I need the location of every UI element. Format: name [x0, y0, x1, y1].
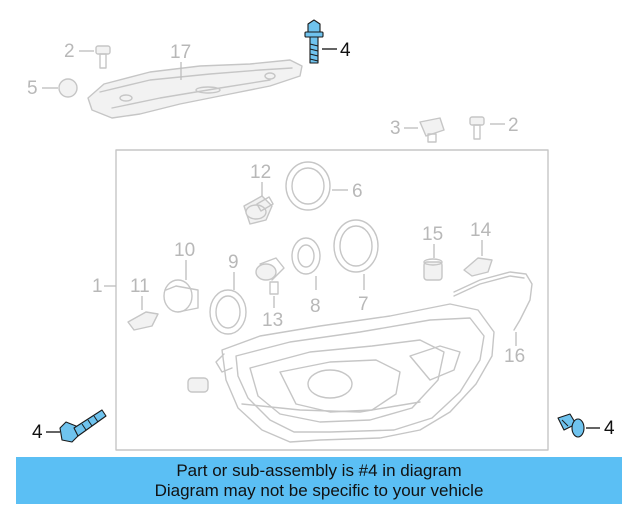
callout-12[interactable]: 12 — [250, 162, 271, 183]
callout-14[interactable]: 14 — [470, 220, 492, 241]
callout-5[interactable]: 5 — [27, 78, 38, 99]
assembly-boundary-box — [115, 149, 549, 451]
callout-17[interactable]: 17 — [170, 42, 191, 63]
adjuster-plug[interactable] — [187, 377, 209, 393]
callout-4-bottom-left[interactable]: 4 — [32, 422, 43, 443]
socket-part-10[interactable] — [163, 279, 199, 313]
callout-16[interactable]: 16 — [504, 346, 525, 367]
bulb-part-12[interactable] — [243, 195, 274, 225]
callout-4-bottom-right[interactable]: 4 — [604, 418, 615, 439]
banner-line-part-number: Part or sub-assembly is #4 in diagram — [176, 461, 462, 480]
clip-part-14[interactable] — [463, 257, 493, 277]
bulb-part-13[interactable] — [255, 257, 285, 295]
headlamp-housing[interactable] — [215, 303, 495, 443]
callout-15[interactable]: 15 — [422, 224, 443, 245]
callout-7[interactable]: 7 — [358, 294, 369, 315]
callout-2-top[interactable]: 2 — [64, 41, 75, 62]
plug-part-5[interactable] — [58, 78, 78, 98]
screw-part-2-top[interactable] — [95, 45, 111, 69]
ring-part-9[interactable] — [209, 289, 247, 335]
callout-1[interactable]: 1 — [92, 276, 103, 297]
callout-8[interactable]: 8 — [310, 296, 321, 317]
bolt-part-4-top[interactable] — [304, 19, 324, 64]
callout-2-right[interactable]: 2 — [508, 115, 519, 136]
seal-part-16[interactable] — [453, 271, 533, 331]
callout-9[interactable]: 9 — [228, 252, 239, 273]
bolt-part-4-bottom-right[interactable] — [557, 413, 585, 438]
ring-part-7[interactable] — [333, 219, 379, 273]
bracket-part-17[interactable] — [87, 59, 303, 119]
clip-part-3[interactable] — [419, 117, 445, 143]
callout-13[interactable]: 13 — [262, 310, 283, 331]
cap-part-8[interactable] — [291, 237, 321, 275]
banner-line-disclaimer: Diagram may not be specific to your vehi… — [154, 481, 484, 500]
callout-6[interactable]: 6 — [352, 181, 363, 202]
bolt-part-4-bottom-left[interactable] — [59, 409, 107, 443]
callout-4-top[interactable]: 4 — [340, 40, 351, 61]
screw-part-2-right[interactable] — [469, 116, 485, 140]
info-banner: Part or sub-assembly is #4 in diagram Di… — [16, 457, 622, 504]
callout-10[interactable]: 10 — [174, 240, 195, 261]
callout-3[interactable]: 3 — [390, 118, 401, 139]
grommet-part-15[interactable] — [423, 258, 443, 281]
retainer-part-11[interactable] — [127, 311, 159, 331]
cap-part-6[interactable] — [285, 161, 331, 211]
callout-11[interactable]: 11 — [130, 276, 150, 297]
